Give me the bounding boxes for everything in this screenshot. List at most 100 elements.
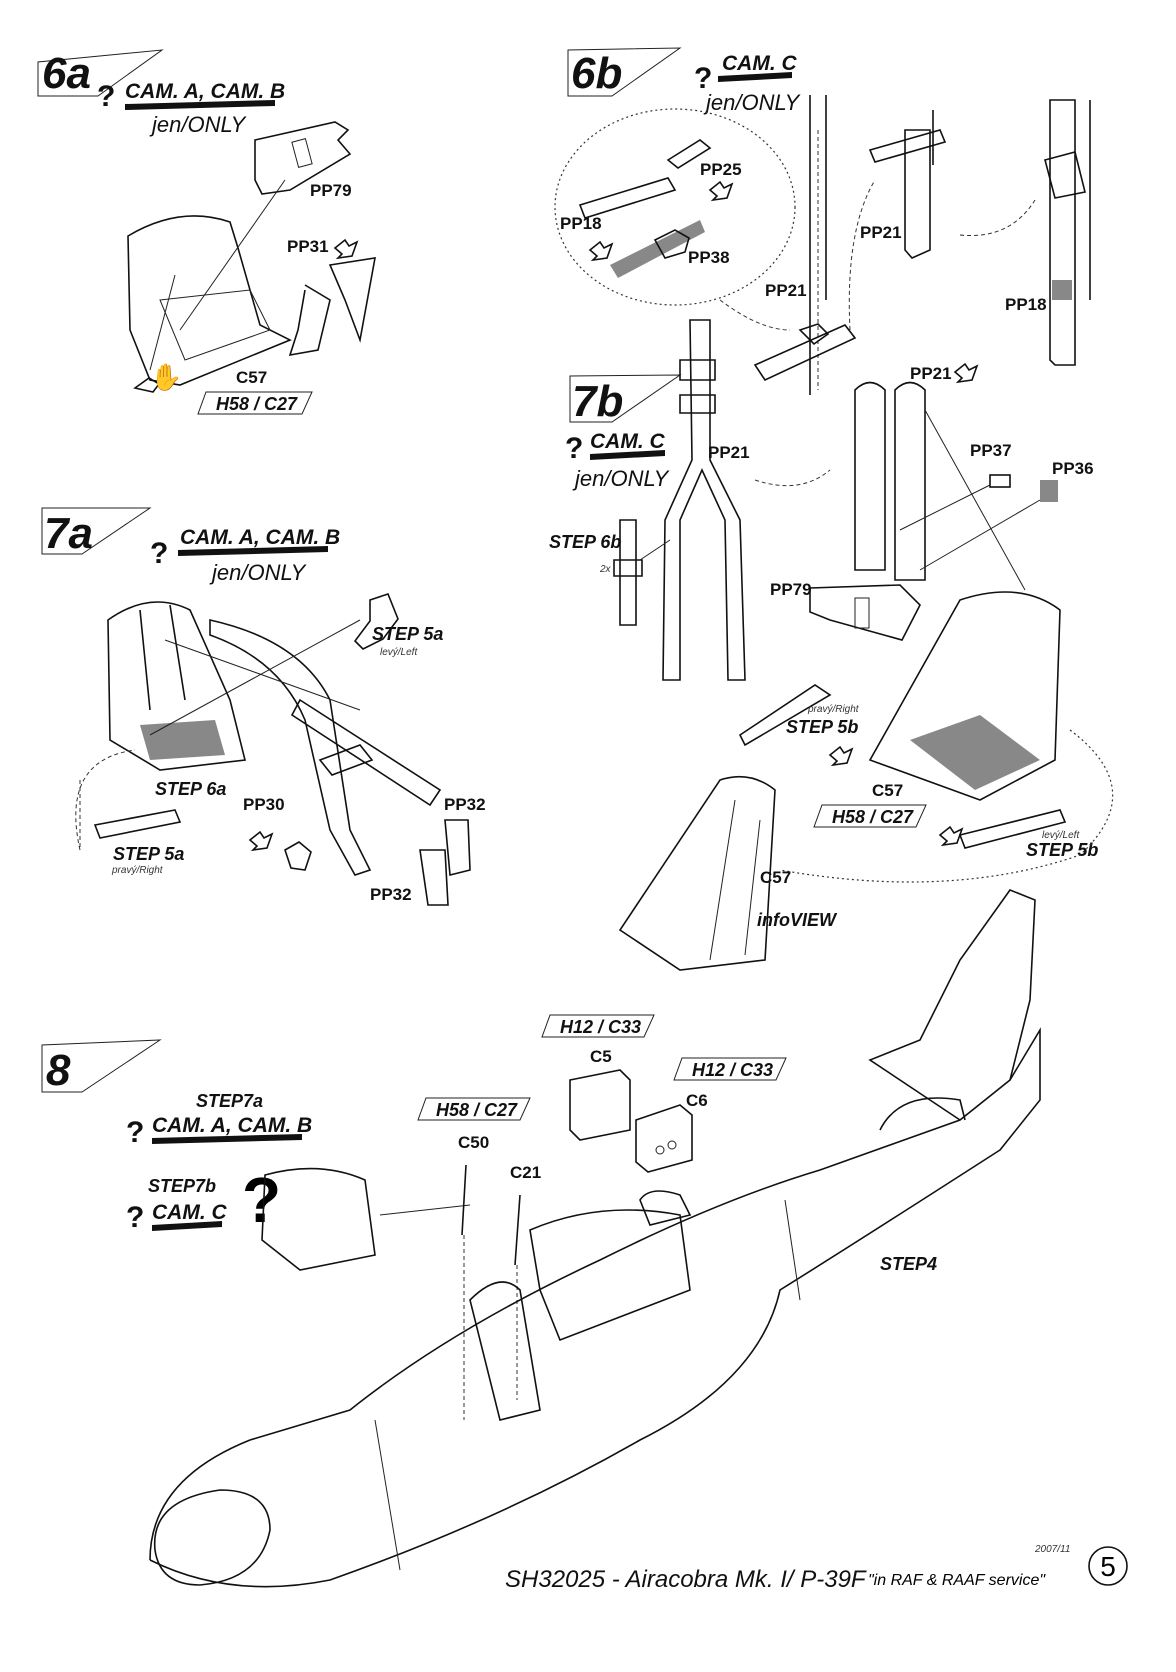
footer: 2007/11 SH32025 - Airacobra Mk. I/ P-39F… xyxy=(505,1544,1128,1593)
pp79-label: PP79 xyxy=(310,181,352,200)
bend-arrow-icon xyxy=(333,238,359,260)
bend-arrow-icon xyxy=(938,825,964,847)
fuselage-outline xyxy=(149,889,1036,1561)
only-note: jen/ONLY xyxy=(149,112,247,137)
question-mark: ? xyxy=(150,537,168,570)
harness-pp21 xyxy=(662,319,746,681)
paint-ref: H12 / C33 xyxy=(692,1060,773,1080)
pp18-label: PP18 xyxy=(1005,295,1047,314)
cockpit-frame xyxy=(469,1281,541,1421)
c6-part xyxy=(635,1104,693,1173)
pp36-label: PP36 xyxy=(1052,459,1094,478)
step-8: 8 STEP7a ? CAM. A, CAM. B STEP7b ? CAM. … xyxy=(41,889,1041,1588)
step-7a: 7a ? CAM. A, CAM. B jen/ONLY STEP 5a lev… xyxy=(41,507,486,906)
seat-c57 xyxy=(868,591,1061,801)
step-6a: 6a ? CAM. A, CAM. B jen/ONLY PP79 PP31 ✋… xyxy=(37,49,376,415)
cockpit-opening xyxy=(529,1209,691,1342)
bend-arrow-icon xyxy=(708,180,734,202)
glue-icon: ✋ xyxy=(150,362,182,392)
pp32-label: PP32 xyxy=(370,885,412,904)
harness xyxy=(209,619,372,876)
step-7b: 7b ? CAM. C jen/ONLY PP21 STEP 6b 2x PP2… xyxy=(549,319,1114,971)
side-note: levý/Left xyxy=(1042,830,1080,841)
c5-label: C5 xyxy=(590,1047,612,1066)
page-number: 5 xyxy=(1100,1551,1116,1582)
only-note: jen/ONLY xyxy=(703,90,801,115)
camouflage-label: CAM. C xyxy=(590,430,665,453)
pp21-label: PP21 xyxy=(765,281,807,300)
step5a-ref: STEP 5a xyxy=(372,624,443,644)
pp25-label: PP25 xyxy=(700,160,742,179)
c50-label: C50 xyxy=(458,1133,489,1152)
pp21-label: PP21 xyxy=(860,223,902,242)
camouflage-label: CAM. C xyxy=(152,1201,227,1224)
bend-arrow-icon xyxy=(248,830,274,852)
only-note: jen/ONLY xyxy=(572,466,670,491)
step5b-ref: STEP 5b xyxy=(1026,840,1098,860)
paint-ref: H12 / C33 xyxy=(560,1017,641,1037)
step-flag xyxy=(41,1039,162,1093)
step4-ref: STEP4 xyxy=(880,1254,937,1274)
bend-arrow-icon xyxy=(828,745,854,767)
c21-part xyxy=(514,1194,521,1266)
pp21-label: PP21 xyxy=(910,364,952,383)
question-mark: ? xyxy=(126,1116,144,1149)
kit-subtitle: "in RAF & RAAF service" xyxy=(868,1572,1046,1589)
underline-bar xyxy=(125,100,275,110)
step6a-ref: STEP 6a xyxy=(155,779,226,799)
paint-ref: H58 / C27 xyxy=(832,807,914,827)
seat-c57 xyxy=(127,215,292,386)
c57-label: C57 xyxy=(236,368,267,387)
step-number: 6b xyxy=(571,49,622,98)
c57-label: C57 xyxy=(872,781,903,800)
kit-title: SH32025 - Airacobra Mk. I/ P-39F xyxy=(505,1566,867,1593)
question-mark: ? xyxy=(97,80,115,113)
only-note: jen/ONLY xyxy=(209,560,307,585)
c5-part xyxy=(569,1069,631,1141)
seat-alternatives xyxy=(261,1167,376,1271)
bend-arrow-icon xyxy=(588,240,614,262)
paint-ref: H58 / C27 xyxy=(216,394,298,414)
step-number: 8 xyxy=(46,1046,71,1095)
pp32-label: PP32 xyxy=(444,795,486,814)
question-mark: ? xyxy=(694,62,712,95)
bend-arrow-icon xyxy=(953,362,979,384)
camouflage-label: CAM. A, CAM. B xyxy=(125,80,285,103)
side-note: pravý/Right xyxy=(111,865,164,876)
c6-label: C6 xyxy=(686,1091,708,1110)
step5b-ref: STEP 5b xyxy=(786,717,858,737)
pp21-label: PP21 xyxy=(708,443,750,462)
pp79-label: PP79 xyxy=(770,580,812,599)
side-note: pravý/Right xyxy=(807,704,860,715)
step6b-ref: STEP 6b xyxy=(549,532,621,552)
pp79-part xyxy=(254,121,352,195)
nose-cone xyxy=(153,1489,271,1586)
question-mark-large: ? xyxy=(242,1164,281,1236)
pp18-label: PP18 xyxy=(560,214,602,233)
date: 2007/11 xyxy=(1034,1544,1070,1555)
question-mark: ? xyxy=(126,1201,144,1234)
pp30-label: PP30 xyxy=(243,795,285,814)
c21-label: C21 xyxy=(510,1163,541,1182)
camouflage-label: CAM. C xyxy=(722,52,797,75)
quantity: 2x xyxy=(599,564,612,575)
pp37-label: PP37 xyxy=(970,441,1012,460)
step-number: 6a xyxy=(42,49,91,98)
glue-icon xyxy=(133,377,161,393)
step-flag xyxy=(569,374,682,423)
camouflage-label: CAM. A, CAM. B xyxy=(152,1114,312,1137)
step-6b: 6b ? CAM. C jen/ONLY PP25 PP18 PP38 PP21… xyxy=(554,47,1091,395)
camouflage-label: CAM. A, CAM. B xyxy=(180,526,340,549)
page-number-badge xyxy=(1088,1546,1128,1586)
seat-c57 xyxy=(107,601,246,771)
step7b-ref: STEP7b xyxy=(148,1176,216,1196)
step5a-ref: STEP 5a xyxy=(113,844,184,864)
pp31-label: PP31 xyxy=(287,237,329,256)
step7a-ref: STEP7a xyxy=(196,1091,263,1111)
c50-part xyxy=(461,1164,467,1236)
step-number: 7b xyxy=(572,377,623,426)
fuselage-lower xyxy=(149,1027,1041,1588)
pp38-label: PP38 xyxy=(688,248,730,267)
side-note: levý/Left xyxy=(380,647,418,658)
